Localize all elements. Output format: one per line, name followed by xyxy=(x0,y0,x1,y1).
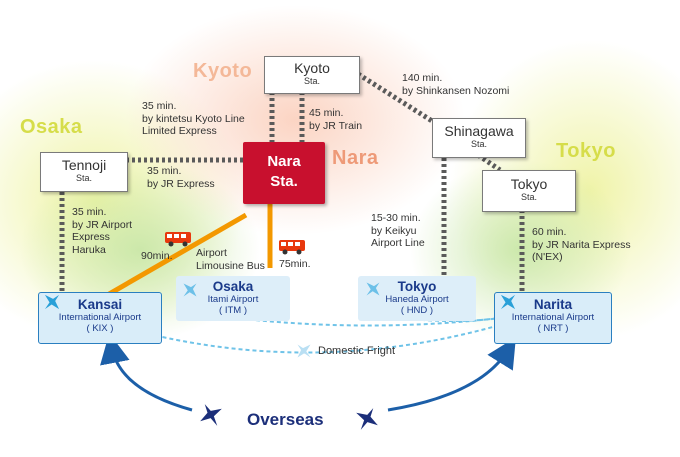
airport-haneda-code: ( HND ) xyxy=(400,305,434,316)
airport-narita-sub: International Airport xyxy=(511,312,595,323)
domestic-flight-kix-nrt xyxy=(114,324,501,354)
route-label-kintetsu: 35 min. by kintetsu Kyoto Line Limited E… xyxy=(142,100,245,138)
route-text: Haruka xyxy=(72,243,106,256)
region-label-kyoto: Kyoto xyxy=(193,60,253,82)
station-nara-name: Nara xyxy=(267,153,301,170)
route-label-limousine: Airport Limousine Bus xyxy=(196,247,265,272)
station-tennoji-sub: Sta. xyxy=(75,173,92,183)
airport-haneda-name: Tokyo xyxy=(397,279,437,294)
route-label-shinkansen: 140 min. by Shinkansen Nozomi xyxy=(402,72,509,97)
route-text: 35 min. xyxy=(72,206,107,218)
airport-itami: Osaka Itami Airport ( ITM ) xyxy=(176,276,290,321)
airplane-icon xyxy=(183,283,197,297)
airport-kansai: Kansai International Airport ( KIX ) xyxy=(38,292,162,344)
route-label-jr-tennoji: 35 min. by JR Express xyxy=(147,165,215,190)
airport-kansai-sub: International Airport xyxy=(58,312,142,323)
route-label-jr-kyoto: 45 min. by JR Train xyxy=(309,107,362,132)
route-text: 60 min. xyxy=(532,226,567,238)
route-text: by Keikyu xyxy=(371,224,417,237)
station-shinagawa: Shinagawa Sta. xyxy=(432,118,526,158)
region-label-osaka: Osaka xyxy=(20,116,83,138)
airport-kansai-code: ( KIX ) xyxy=(86,323,114,334)
route-text: 35 min. xyxy=(142,100,177,112)
station-tokyo-sub: Sta. xyxy=(520,192,537,202)
route-text: Limousine Bus xyxy=(196,259,265,272)
route-label-narita-express: 60 min. by JR Narita Express (N'EX) xyxy=(532,226,631,264)
region-label-nara: Nara xyxy=(332,147,379,169)
airplane-icon xyxy=(44,294,60,310)
domestic-flight-label: Domestic Fright xyxy=(318,345,396,357)
airplane-icon xyxy=(366,282,380,296)
station-kyoto-name: Kyoto xyxy=(294,60,330,76)
route-text: by Shinkansen Nozomi xyxy=(402,84,510,97)
route-text: Airport Line xyxy=(371,237,425,249)
airplane-icon xyxy=(356,408,378,430)
shinagawa-tokyo-line xyxy=(476,152,502,173)
airplane-icon xyxy=(500,294,516,310)
overseas-label: Overseas xyxy=(247,410,324,429)
domestic-flight-airplane-icon xyxy=(297,344,311,358)
airport-haneda: Tokyo Haneda Airport ( HND ) xyxy=(358,276,476,321)
station-nara-sub: Sta. xyxy=(270,173,298,190)
station-tokyo: Tokyo Sta. xyxy=(482,170,576,212)
route-label-bus-kix: 90min. xyxy=(141,250,173,262)
station-tennoji: Tennoji Sta. xyxy=(40,152,128,192)
overseas-arc-right xyxy=(387,337,516,412)
station-shinagawa-name: Shinagawa xyxy=(444,123,514,139)
route-text: by JR Express xyxy=(147,177,215,190)
bus-icon xyxy=(165,232,191,247)
airport-kansai-name: Kansai xyxy=(77,297,123,312)
route-text: by JR Narita Express xyxy=(532,238,631,251)
route-text: Limited Express xyxy=(142,125,217,137)
station-nara: Nara Sta. xyxy=(243,142,325,204)
route-text: 15-30 min. xyxy=(371,212,421,224)
airplane-icon xyxy=(200,404,222,426)
airport-narita-code: ( NRT ) xyxy=(537,323,569,334)
route-label-haruka: 35 min. by JR Airport Express Haruka xyxy=(72,206,132,256)
route-text: Express xyxy=(72,231,110,243)
route-label-bus-itm: 75min. xyxy=(279,258,311,270)
airport-itami-code: ( ITM ) xyxy=(219,305,247,316)
station-tennoji-name: Tennoji xyxy=(61,157,107,173)
route-text: (N'EX) xyxy=(532,251,563,263)
shinkansen-kyoto-shinagawa xyxy=(356,71,442,129)
overseas-arc-left xyxy=(100,333,193,412)
bus-icon xyxy=(279,240,305,255)
airport-itami-sub: Itami Airport xyxy=(207,294,259,305)
route-text: 35 min. xyxy=(147,165,182,177)
airport-itami-name: Osaka xyxy=(212,279,254,294)
airport-haneda-sub: Haneda Airport xyxy=(385,294,449,305)
route-label-keikyu: 15-30 min. by Keikyu Airport Line xyxy=(371,212,425,250)
region-label-tokyo: Tokyo xyxy=(556,140,616,162)
route-text: by JR Airport xyxy=(72,218,133,231)
station-shinagawa-sub: Sta. xyxy=(470,139,487,149)
route-text: 140 min. xyxy=(402,72,443,84)
station-kyoto-sub: Sta. xyxy=(303,76,320,86)
route-text: 45 min. xyxy=(309,107,344,119)
station-tokyo-name: Tokyo xyxy=(510,176,548,192)
station-kyoto: Kyoto Sta. xyxy=(264,56,360,94)
airport-narita: Narita International Airport ( NRT ) xyxy=(494,292,612,344)
route-text: by JR Train xyxy=(309,119,363,132)
bus-route-kix xyxy=(88,212,248,308)
route-text: Airport xyxy=(196,247,227,259)
route-text: by kintetsu Kyoto Line xyxy=(142,112,245,125)
airport-narita-name: Narita xyxy=(533,297,573,312)
